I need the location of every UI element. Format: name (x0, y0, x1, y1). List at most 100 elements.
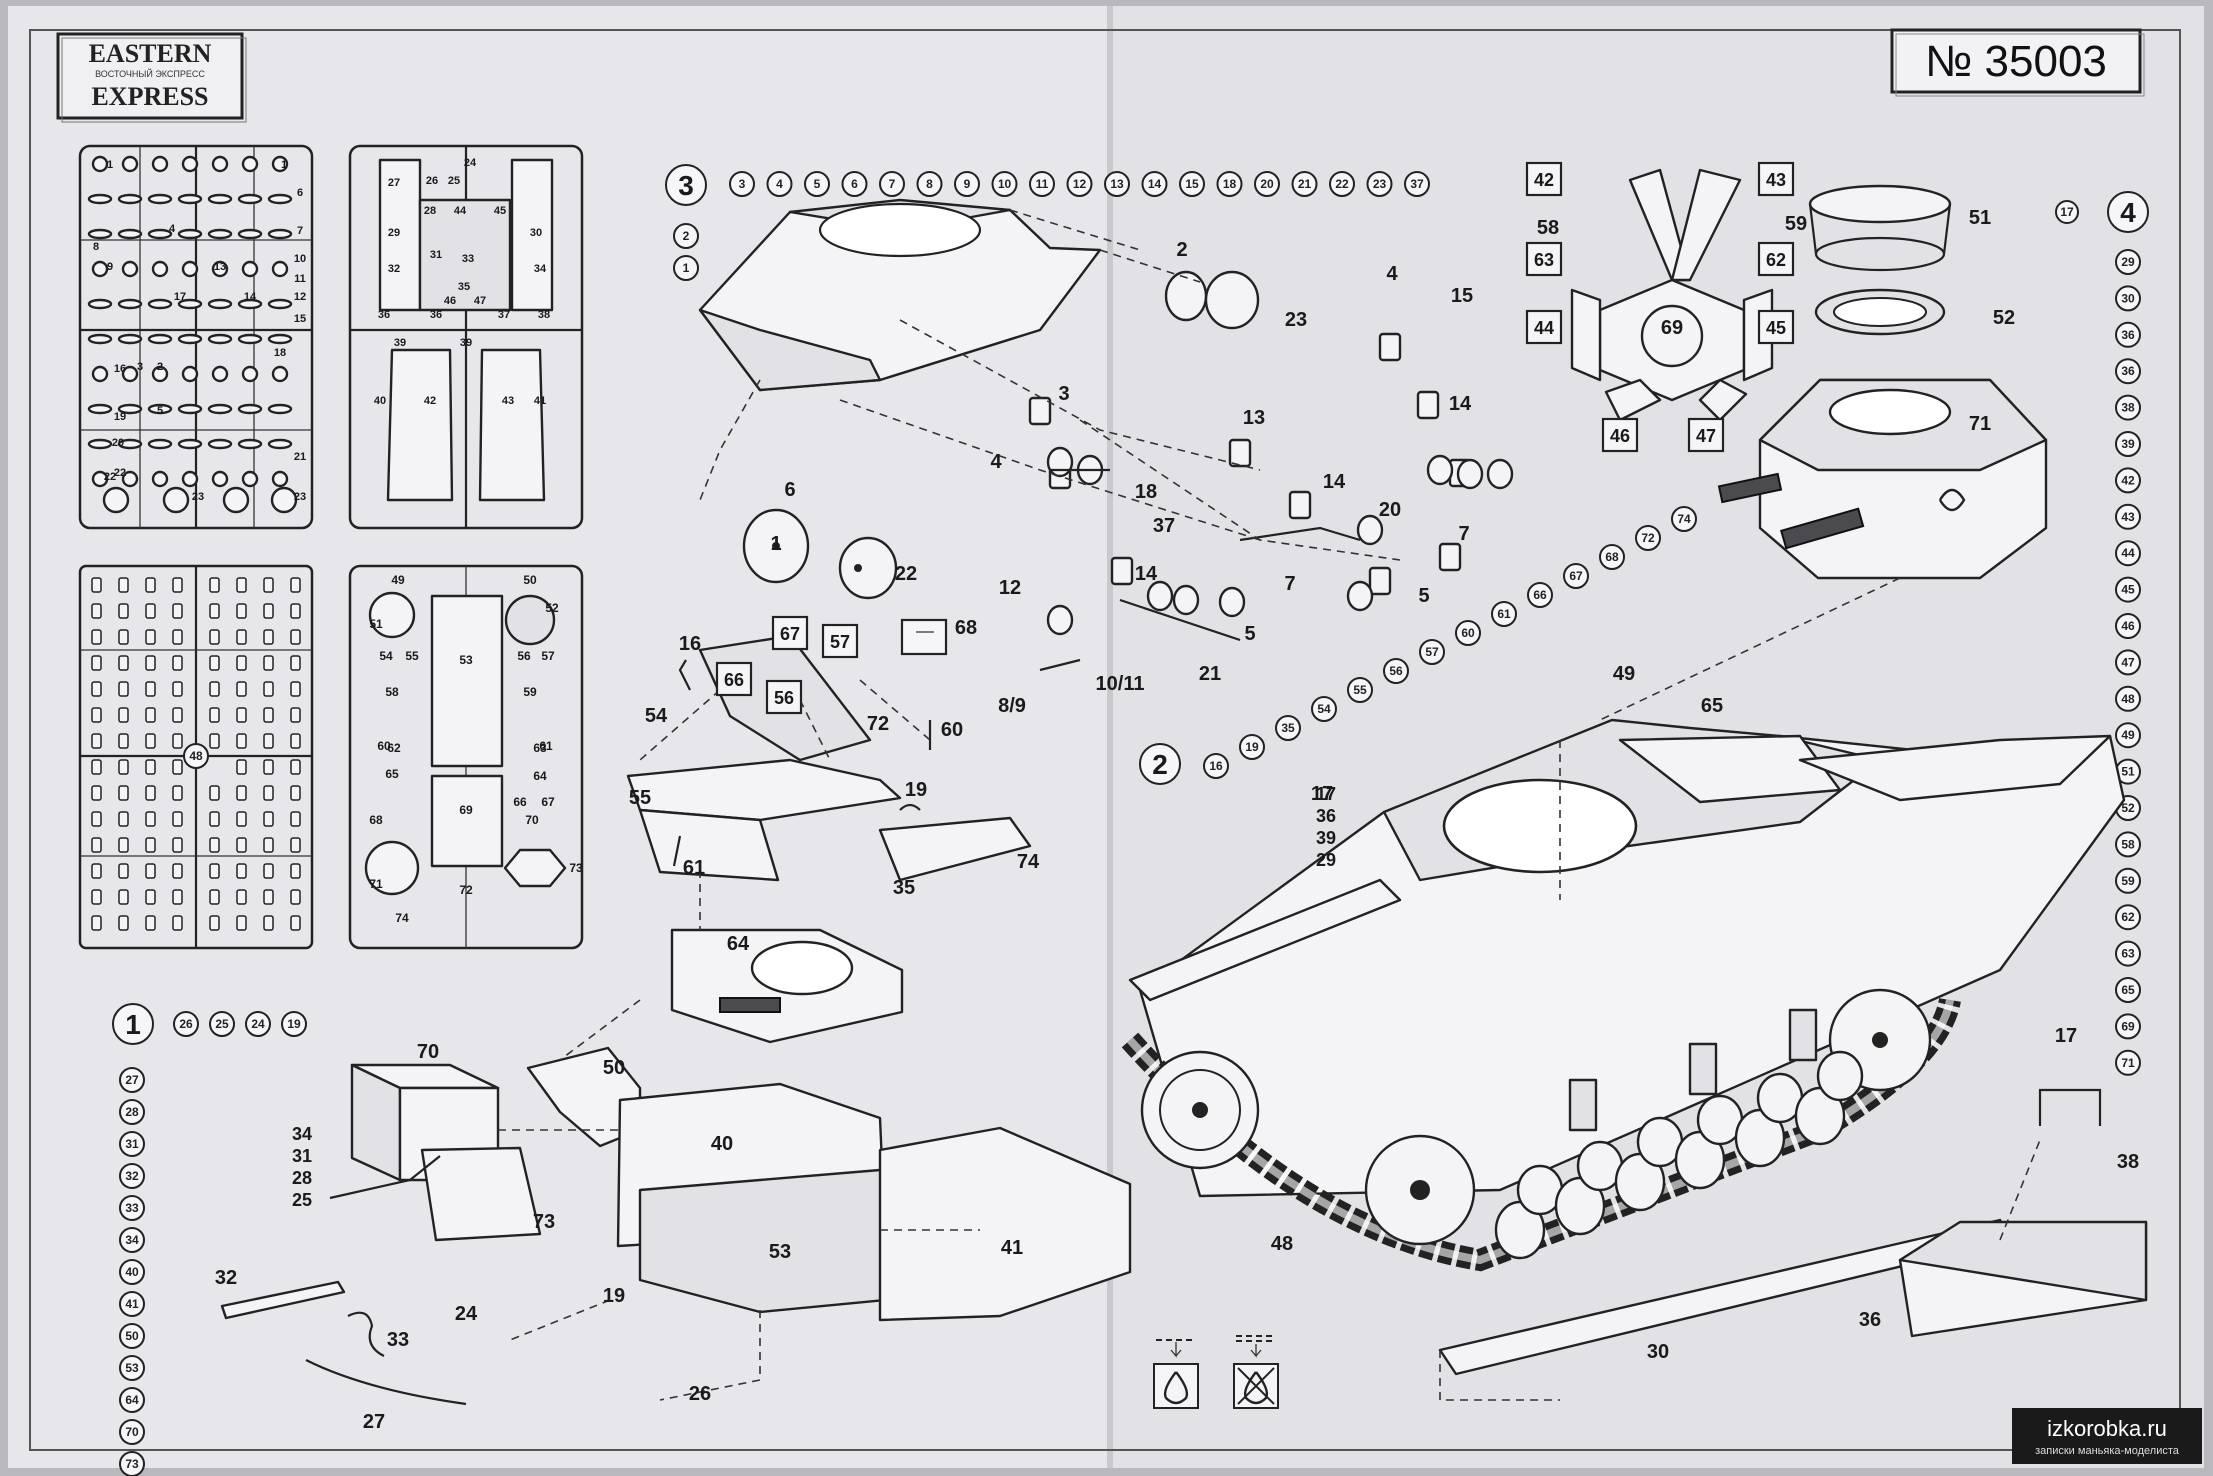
sprue-c-label: 55 (405, 649, 419, 663)
step-1-side-chip-text: 34 (125, 1233, 139, 1247)
step-2-part-chip-text: 55 (1353, 683, 1367, 697)
step-1-side-chip-text: 41 (125, 1297, 139, 1311)
step-3-side-chip-text: 2 (683, 229, 690, 243)
step-4-side-chip-text: 38 (2121, 401, 2135, 415)
step-3-part-chip-text: 10 (998, 177, 1012, 191)
step-2-part-chip-text: 54 (1317, 702, 1331, 716)
sprue-b-label: 24 (464, 157, 477, 169)
step-3-part-chip-text: 18 (1223, 177, 1237, 191)
watermark-tagline: записки маньяка-моделиста (2035, 1445, 2180, 1457)
step-1-stack-label: 25 (292, 1190, 312, 1210)
step-1-side-chip: 70 (119, 1419, 145, 1445)
step-4-side-chip: 52 (2115, 795, 2141, 821)
step-4-side-chip-text: 46 (2121, 619, 2135, 633)
step-4-turret-box: 62 (1757, 241, 1795, 277)
step-4-side-chip-text: 30 (2121, 291, 2135, 305)
step-2-box-callout-text: 56 (774, 688, 794, 708)
sprue-a-label: 9 (107, 261, 113, 273)
sprue-c-label: 63 (533, 741, 547, 755)
step-3-part-chip-text: 12 (1073, 177, 1087, 191)
sprue-a-label: 10 (294, 253, 306, 265)
step-4-hull-callout: 65 (1701, 695, 1723, 717)
step-1-side-chip: 73 (119, 1451, 145, 1476)
step-3-callout: 14 (1135, 563, 1158, 585)
step-4-side-chip-text: 52 (2121, 801, 2135, 815)
sprue-a-label: 7 (297, 225, 303, 237)
step-4-side-chip: 48 (2115, 685, 2141, 712)
step-1-part-chip: 19 (281, 1011, 307, 1037)
step-2-part-chip-text: 16 (1209, 759, 1223, 773)
step-2-part-chip-text: 57 (1425, 645, 1439, 659)
step-3-part-chip-text: 9 (964, 177, 971, 191)
step-3-part-chip: 10 (991, 171, 1018, 197)
step-3-part-chip: 9 (954, 171, 980, 197)
step-2-callout: 35 (893, 877, 915, 899)
step-4-hull-stack: 39 (1316, 828, 1336, 848)
step-2-part-chip: 74 (1671, 506, 1697, 532)
step-4-side-chip: 59 (2115, 867, 2141, 894)
step-1-side-chip-text: 40 (125, 1265, 139, 1279)
sprue-a-label: 11 (294, 273, 306, 285)
sprue-c-label: 49 (391, 573, 405, 587)
step-2-part-chip-text: 19 (1245, 740, 1259, 754)
step-4-turret-box: 43 (1757, 161, 1795, 197)
step-4-side-chip-text: 58 (2121, 837, 2135, 851)
step-1-callout: 40 (711, 1133, 733, 1155)
step-4-turret-box-text: 44 (1534, 318, 1554, 338)
step-3-side-chip: 2 (673, 223, 699, 249)
step-1-callout: 27 (363, 1411, 385, 1433)
step-3-part-chip-text: 11 (1036, 177, 1049, 191)
step-3-side-chip: 1 (673, 255, 699, 281)
step-2-box-callout: 57 (821, 623, 859, 659)
step-3-callout: 14 (1323, 471, 1346, 493)
step-4-turret-box: 47 (1687, 417, 1725, 453)
sprue-a-label: 20 (112, 437, 124, 449)
step-3-part-chip-text: 5 (814, 177, 821, 191)
sprue-c-label: 61 (539, 739, 553, 753)
sprue-a-label: 12 (294, 291, 306, 303)
sprue-a-label: 5 (157, 405, 163, 417)
step-4-hull-stack: 36 (1316, 806, 1336, 826)
step-2-callout: 54 (645, 705, 668, 727)
step-4-hull-stack: 17 (1316, 784, 1336, 804)
step-2-box-callout: 66 (715, 661, 753, 697)
watermark-site: izkorobka.ru (2047, 1416, 2167, 1441)
step-3-part-chip: 7 (879, 171, 905, 197)
step-3-callout: 6 (784, 479, 795, 501)
step-1-side-chip-text: 31 (125, 1137, 139, 1151)
step-3-callout: 18 (1135, 481, 1157, 503)
step-1-side-chip-text: 27 (125, 1073, 139, 1087)
step-2-part-chip: 57 (1419, 639, 1445, 665)
step-3-part-chip: 22 (1329, 171, 1355, 197)
step-4-side-chip: 45 (2115, 576, 2141, 603)
step-2-number: 2 (1152, 749, 1168, 780)
step-4-side-chip-text: 48 (2121, 692, 2135, 706)
sprue-a-label: 22 (104, 471, 116, 483)
step-2-callout: 60 (941, 719, 963, 741)
step-4-hull-callout: 30 (1647, 1341, 1669, 1363)
sprue-c-label: 57 (541, 649, 555, 663)
step-4-side-chip: 47 (2115, 649, 2141, 676)
step-2-callout: 55 (629, 787, 651, 809)
step-3-callout: 37 (1153, 515, 1175, 537)
step-2-box-callout-text: 57 (830, 632, 850, 652)
step-1-stack-label: 34 (292, 1124, 312, 1144)
step-2-part-chip: 72 (1635, 525, 1661, 551)
sprue-a-label: 21 (294, 451, 306, 463)
sprue-a-label: 22 (114, 467, 126, 479)
step-4-side-chip: 29 (2115, 249, 2141, 275)
step-1-part-chip: 24 (245, 1011, 271, 1037)
step-4-hull-callout: 36 (1859, 1309, 1881, 1331)
legend-glue-icons (1153, 1335, 1279, 1409)
step-2-part-chip: 19 (1239, 734, 1265, 760)
sprue-c-label: 52 (545, 601, 559, 615)
step-1-side-chip: 41 (119, 1291, 145, 1317)
watermark: izkorobka.ru записки маньяка-моделиста (2012, 1408, 2202, 1464)
step-2-part-chip-text: 72 (1641, 531, 1655, 545)
step-3-callout: 14 (1449, 393, 1472, 415)
step-3-part-chip-text: 13 (1110, 177, 1124, 191)
sprue-b-label: 47 (474, 295, 486, 307)
step-3-part-chip: 8 (916, 171, 943, 197)
step-3-callout: 7 (1284, 573, 1295, 595)
